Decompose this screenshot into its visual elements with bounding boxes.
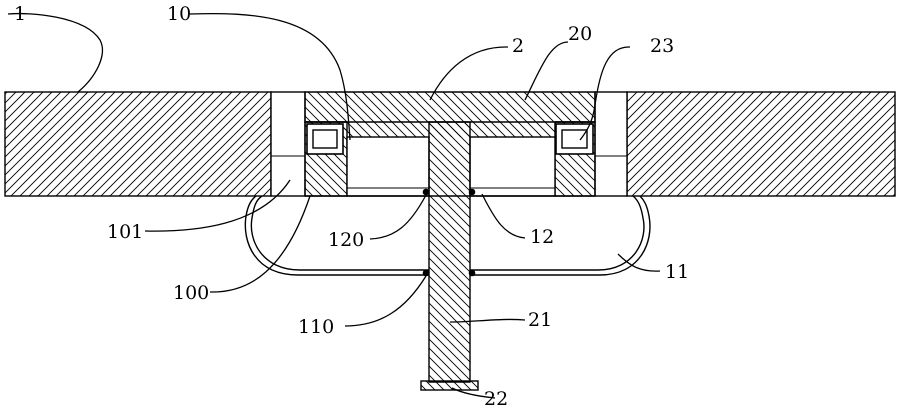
left-block-inner xyxy=(313,130,337,148)
label-22: 22 xyxy=(484,388,508,410)
left-plate xyxy=(5,92,271,196)
label-12: 12 xyxy=(530,226,554,248)
right-band xyxy=(470,196,644,270)
left-cavity xyxy=(347,137,429,196)
label-11: 11 xyxy=(665,261,689,283)
joint-dot xyxy=(469,189,476,196)
label-100: 100 xyxy=(173,282,209,304)
label-2: 2 xyxy=(512,35,524,57)
right-cavity xyxy=(470,137,555,196)
label-110: 110 xyxy=(298,316,334,338)
foot xyxy=(421,381,478,390)
joint-dot xyxy=(423,189,430,196)
left-slot xyxy=(271,92,305,196)
right-block-inner xyxy=(562,130,587,148)
t-stem xyxy=(429,122,470,382)
label-1: 1 xyxy=(14,3,26,25)
right-plate xyxy=(627,92,895,196)
label-10: 10 xyxy=(167,3,191,25)
label-20: 20 xyxy=(568,23,592,45)
label-23: 23 xyxy=(650,35,674,57)
label-120: 120 xyxy=(328,229,364,251)
right-slot xyxy=(595,92,627,196)
label-101: 101 xyxy=(107,221,143,243)
joint-dot xyxy=(469,270,476,277)
joint-dot xyxy=(423,270,430,277)
label-21: 21 xyxy=(528,309,552,331)
